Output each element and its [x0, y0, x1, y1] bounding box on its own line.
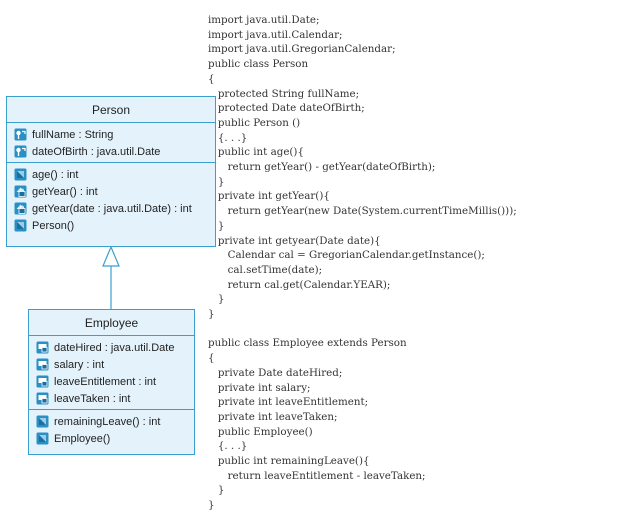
operation-label: age() : int — [32, 168, 79, 181]
operation-row[interactable]: Person() — [14, 217, 215, 234]
operation-row[interactable]: Employee() — [36, 430, 194, 447]
code-line: { — [208, 72, 215, 85]
generalization-arrowhead — [102, 245, 120, 267]
class-name: Person — [7, 97, 215, 123]
code-line: } — [208, 293, 225, 306]
code-line: cal.setTime(date); — [208, 263, 323, 276]
operation-row[interactable]: age() : int — [14, 166, 215, 183]
code-line: protected Date dateOfBirth; — [208, 102, 365, 115]
private-method-icon — [14, 202, 27, 215]
attribute-label: leaveEntitlement : int — [54, 375, 157, 388]
employee-class[interactable]: Employee dateHired : java.util.Date salar… — [28, 309, 195, 455]
code-line: } — [208, 175, 225, 188]
operation-row[interactable]: remainingLeave() : int — [36, 413, 194, 430]
operations-section: age() : int getYear() : int getYear(date :… — [7, 163, 215, 236]
operation-label: getYear() : int — [32, 185, 98, 198]
code-line: private Date dateHired; — [208, 366, 343, 379]
code-line: protected String fullName; — [208, 87, 360, 100]
private-field-icon — [36, 392, 49, 405]
code-line: public class Employee extends Person — [208, 337, 407, 350]
code-line: public int remainingLeave(){ — [208, 455, 370, 468]
attribute-row[interactable]: leaveEntitlement : int — [36, 373, 194, 390]
code-line: private int leaveEntitlement; — [208, 396, 369, 409]
code-line: return getYear(new Date(System.currentTi… — [208, 205, 517, 218]
attribute-label: dateHired : java.util.Date — [54, 341, 175, 354]
code-line: public int age(){ — [208, 146, 305, 159]
attributes-section: dateHired : java.util.Date salary : int le… — [29, 336, 194, 410]
operation-label: getYear(date : java.util.Date) : int — [32, 202, 192, 215]
attribute-label: dateOfBirth : java.util.Date — [32, 145, 161, 158]
code-line: } — [208, 308, 215, 321]
attribute-row[interactable]: dateHired : java.util.Date — [36, 339, 194, 356]
code-line: {. . .} — [208, 131, 248, 144]
code-line: private int salary; — [208, 381, 311, 394]
code-line: import java.util.Date; — [208, 14, 320, 26]
code-line: private int getyear(Date date){ — [208, 234, 381, 247]
operation-label: Employee() — [54, 432, 111, 445]
code-line: private int getYear(){ — [208, 190, 330, 203]
protected-field-icon — [14, 128, 27, 141]
attribute-label: leaveTaken : int — [54, 392, 131, 405]
operation-label: remainingLeave() : int — [54, 415, 161, 428]
operation-row[interactable]: getYear() : int — [14, 183, 215, 200]
attribute-label: salary : int — [54, 358, 105, 371]
code-line: return cal.get(Calendar.YEAR); — [208, 278, 391, 291]
private-method-icon — [14, 185, 27, 198]
operation-label: Person() — [32, 219, 75, 232]
public-method-icon — [14, 219, 27, 232]
code-line: public class Person — [208, 58, 309, 71]
public-method-icon — [14, 168, 27, 181]
code-line: Calendar cal = GregorianCalendar.getInst… — [208, 249, 485, 262]
code-line: { — [208, 352, 215, 365]
private-field-icon — [36, 358, 49, 371]
protected-field-icon — [14, 145, 27, 158]
attribute-row[interactable]: dateOfBirth : java.util.Date — [14, 143, 215, 160]
public-method-icon — [36, 432, 49, 445]
attribute-row[interactable]: salary : int — [36, 356, 194, 373]
code-line: import java.util.Calendar; — [208, 28, 343, 41]
code-line: return leaveEntitlement - leaveTaken; — [208, 469, 426, 482]
code-line: public Person () — [208, 116, 301, 129]
code-listing: import java.util.Date; import java.util.C… — [208, 13, 517, 513]
code-line: } — [208, 484, 225, 497]
code-line: return getYear() - getYear(dateOfBirth); — [208, 161, 436, 174]
private-field-icon — [36, 375, 49, 388]
public-method-icon — [36, 415, 49, 428]
attribute-row[interactable]: leaveTaken : int — [36, 390, 194, 407]
code-line: } — [208, 219, 225, 232]
attributes-section: fullName : String dateOfBirth : java.util… — [7, 123, 215, 163]
attribute-row[interactable]: fullName : String — [14, 126, 215, 143]
code-line: public Employee() — [208, 425, 313, 438]
person-class[interactable]: Person fullName : String dateOfBirth : ja… — [6, 96, 216, 247]
operation-row[interactable]: getYear(date : java.util.Date) : int — [14, 200, 215, 217]
code-line: import java.util.GregorianCalendar; — [208, 43, 396, 56]
private-field-icon — [36, 341, 49, 354]
attribute-label: fullName : String — [32, 128, 114, 141]
code-line — [208, 322, 517, 337]
code-line: private int leaveTaken; — [208, 410, 338, 423]
code-line: } — [208, 499, 215, 512]
class-name: Employee — [29, 310, 194, 336]
code-line: {. . .} — [208, 440, 248, 453]
